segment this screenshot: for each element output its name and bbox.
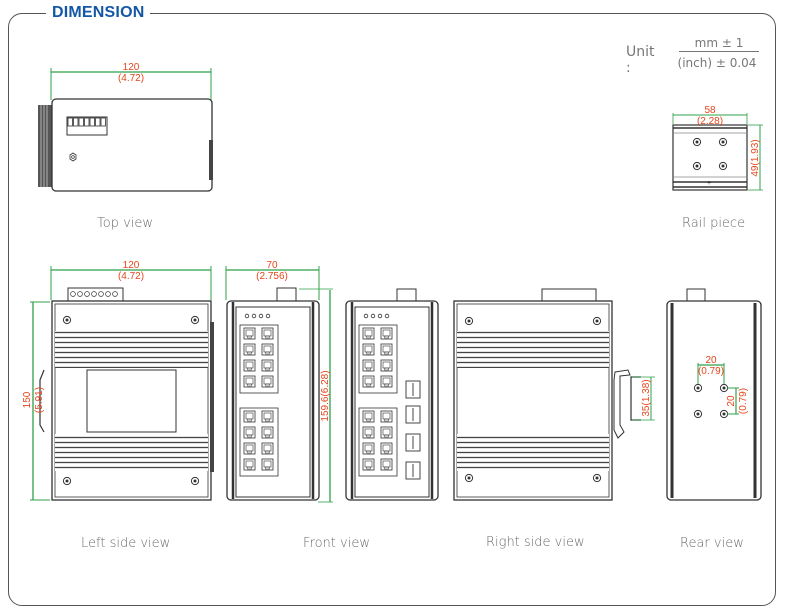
left-height-mm: 150 (22, 391, 33, 408)
left-side-view (30, 266, 214, 501)
rear-h-spacing-in: (0.79) (698, 366, 724, 377)
front-view (225, 266, 333, 503)
rail-width-in: (2.28) (697, 116, 723, 127)
sfp-ports (405, 380, 421, 480)
right-rail-dimension: 35(1.38) (641, 379, 652, 416)
left-width-mm: 120 (123, 260, 140, 271)
caption-rear-view: Rear view (680, 536, 744, 551)
left-width-in: (4.72) (118, 271, 144, 282)
rail-width-mm: 58 (704, 105, 716, 116)
rear-body (666, 300, 762, 501)
front-height: 159.6(6.28) (320, 370, 331, 421)
top-body (51, 98, 213, 192)
caption-front-view: Front view (303, 536, 370, 551)
left-label-plate (86, 369, 177, 433)
rail-piece: + (672, 113, 763, 191)
din-clip (39, 369, 45, 433)
front-width-in: (2.756) (256, 271, 288, 282)
top-width-in: (4.72) (118, 73, 144, 84)
caption-right-side-view: Right side view (486, 535, 585, 550)
caption-rail-piece: Rail piece (682, 216, 746, 231)
rear-v-spacing-in: (0.79) (738, 388, 749, 414)
dimension-frame (8, 13, 776, 606)
rail-body (672, 124, 748, 191)
unit-label: Unit : (626, 44, 655, 76)
top-heatsink (38, 105, 52, 187)
caption-top-view: Top view (97, 216, 154, 231)
front-port-group-2 (239, 407, 279, 477)
caption-left-side-view: Left side view (81, 536, 171, 551)
front-port-group-1 (239, 324, 279, 394)
top-view (38, 68, 213, 192)
rear-view (666, 288, 762, 501)
svg-text:+: + (707, 180, 711, 187)
unit-numerator: mm ± 1 (679, 36, 759, 52)
section-title: DIMENSION (46, 4, 151, 22)
rail-height: 49(1.93) (750, 139, 761, 176)
left-fins-top (55, 331, 208, 368)
front-leds (244, 313, 271, 319)
left-fins-bottom (55, 434, 208, 471)
rear-v-spacing-mm: 20 (726, 395, 737, 407)
right-side-view (453, 288, 655, 501)
left-height-in: (5.91) (34, 387, 45, 413)
front-view-sfp (345, 288, 439, 501)
din-clip-right (613, 369, 631, 439)
rear-h-spacing-mm: 20 (705, 355, 717, 366)
unit-denominator: (inch) ± 0.04 (677, 56, 757, 70)
top-width-mm: 120 (123, 62, 140, 73)
front-width-mm: 70 (266, 260, 278, 271)
ground-screw (69, 152, 77, 162)
